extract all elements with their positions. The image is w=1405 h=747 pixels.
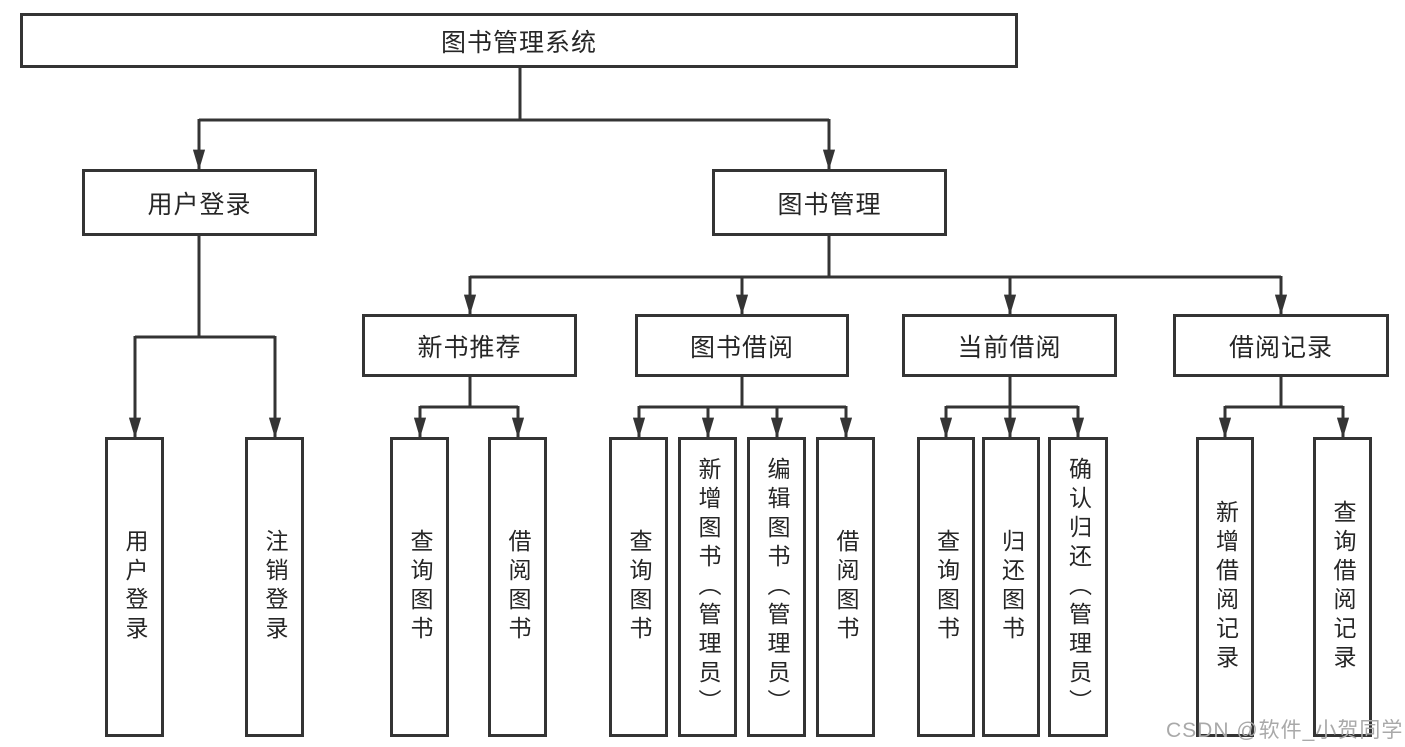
node-label: 查询图书 [626, 529, 652, 645]
node-borrow-books-1: 借阅图书 [488, 437, 547, 737]
node-user-login-leaf: 用户登录 [105, 437, 164, 737]
node-new-book-recommendation: 新书推荐 [362, 314, 577, 377]
node-current-borrowing: 当前借阅 [902, 314, 1117, 377]
node-query-books-1: 查询图书 [390, 437, 449, 737]
node-label: 归还图书 [998, 529, 1025, 645]
node-book-management: 图书管理 [712, 169, 947, 236]
node-label: 新增图书（管理员） [695, 456, 721, 718]
node-label: 用户登录 [122, 529, 148, 645]
node-add-borrow-record: 新增借阅记录 [1196, 437, 1254, 737]
node-label: 查询图书 [407, 529, 433, 645]
node-label: 注销登录 [262, 529, 288, 645]
node-label: 编辑图书（管理员） [764, 456, 790, 718]
node-return-books: 归还图书 [982, 437, 1040, 737]
node-user-login: 用户登录 [82, 169, 317, 236]
node-book-borrowing: 图书借阅 [635, 314, 849, 377]
node-borrowing-records: 借阅记录 [1173, 314, 1389, 377]
node-confirm-return-admin: 确认归还（管理员） [1048, 437, 1108, 737]
node-logout: 注销登录 [245, 437, 304, 737]
node-label: 查询借阅记录 [1330, 500, 1356, 674]
node-borrow-books-2: 借阅图书 [816, 437, 875, 737]
node-label: 查询图书 [933, 529, 960, 645]
node-label: 借阅图书 [505, 529, 531, 645]
node-query-borrow-record: 查询借阅记录 [1313, 437, 1372, 737]
csdn-watermark: CSDN @软件_小贺同学 [1166, 719, 1404, 742]
node-label: 借阅图书 [833, 529, 859, 645]
node-query-books-2: 查询图书 [609, 437, 668, 737]
node-label: 确认归还（管理员） [1065, 456, 1092, 718]
node-book-management-system: 图书管理系统 [20, 13, 1018, 68]
node-edit-books-admin: 编辑图书（管理员） [747, 437, 806, 737]
node-label: 新增借阅记录 [1212, 500, 1239, 674]
node-add-books-admin: 新增图书（管理员） [678, 437, 737, 737]
node-query-books-3: 查询图书 [917, 437, 975, 737]
